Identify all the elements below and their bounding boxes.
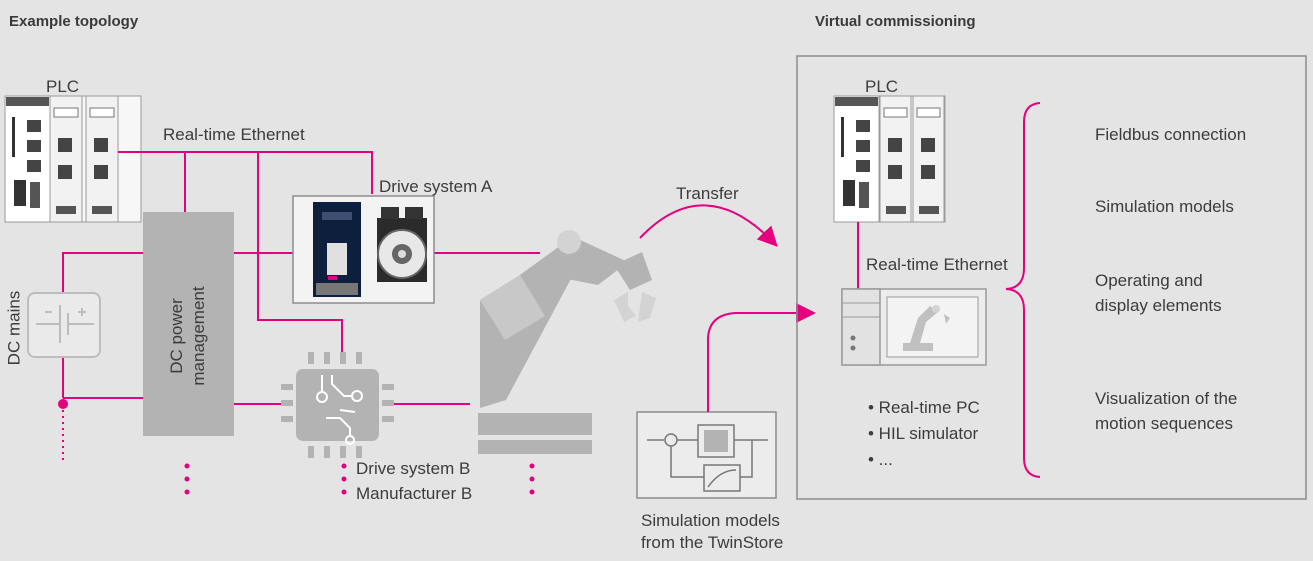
feature-text: display elements (1095, 296, 1222, 315)
drive-a-label: Drive system A (379, 177, 493, 196)
pc-item: • ... (868, 450, 893, 469)
feature-text: Simulation models (1095, 197, 1234, 216)
plc-left-label: PLC (46, 77, 80, 96)
dc-power-line1: DC power (167, 298, 186, 374)
simulation-caption-line1: Simulation models (641, 511, 780, 530)
drive-system-a (292, 195, 435, 304)
ethernet-left-label: Real-time Ethernet (163, 125, 305, 144)
feature-brace (1005, 102, 1041, 478)
feature-visualization: Visualization of the motion sequences (1095, 386, 1237, 436)
realtime-pc-icon (841, 288, 987, 366)
junction-dot (58, 399, 68, 409)
virtual-commissioning-frame (796, 55, 1307, 500)
dc-mains-label: DC mains (4, 290, 24, 366)
pc-item: • Real-time PC (868, 398, 980, 417)
right-section-title: Virtual commissioning (815, 13, 976, 30)
drive-b-label-line1: Drive system B (356, 459, 471, 478)
feature-operating-elements: Operating and display elements (1095, 268, 1222, 318)
ethernet-right-label: Real-time Ethernet (866, 255, 1008, 274)
feature-text: Fieldbus connection (1095, 125, 1247, 144)
dc-power-line2: management (189, 286, 208, 386)
simulation-models-box (636, 411, 777, 499)
feature-text: Operating and (1095, 271, 1203, 290)
plc-right (833, 95, 946, 223)
dc-power-label: DC power management (166, 261, 210, 411)
transfer-arrow (639, 204, 778, 247)
plc-right-label: PLC (865, 77, 899, 96)
pc-item-list: • Real-time PC • HIL simulator • ... (868, 395, 980, 473)
feature-fieldbus: Fieldbus connection (1095, 122, 1246, 147)
pc-item: • HIL simulator (868, 424, 979, 443)
dc-mains-symbol (27, 292, 101, 358)
left-section-title: Example topology (9, 13, 139, 30)
drive-b-chip-icon (281, 352, 394, 458)
feature-simulation-models: Simulation models (1095, 194, 1234, 219)
robot-arm (478, 230, 656, 454)
simulation-models-arrow (707, 303, 816, 412)
simulation-caption-line2: from the TwinStore (641, 533, 784, 552)
feature-text: motion sequences (1095, 414, 1233, 433)
transfer-label: Transfer (676, 184, 739, 203)
continuation-dots (184, 463, 535, 495)
drive-b-label-line2: Manufacturer B (356, 484, 473, 503)
dc-power-management-box (143, 212, 234, 436)
plc-left (4, 95, 142, 223)
feature-text: Visualization of the (1095, 389, 1238, 408)
